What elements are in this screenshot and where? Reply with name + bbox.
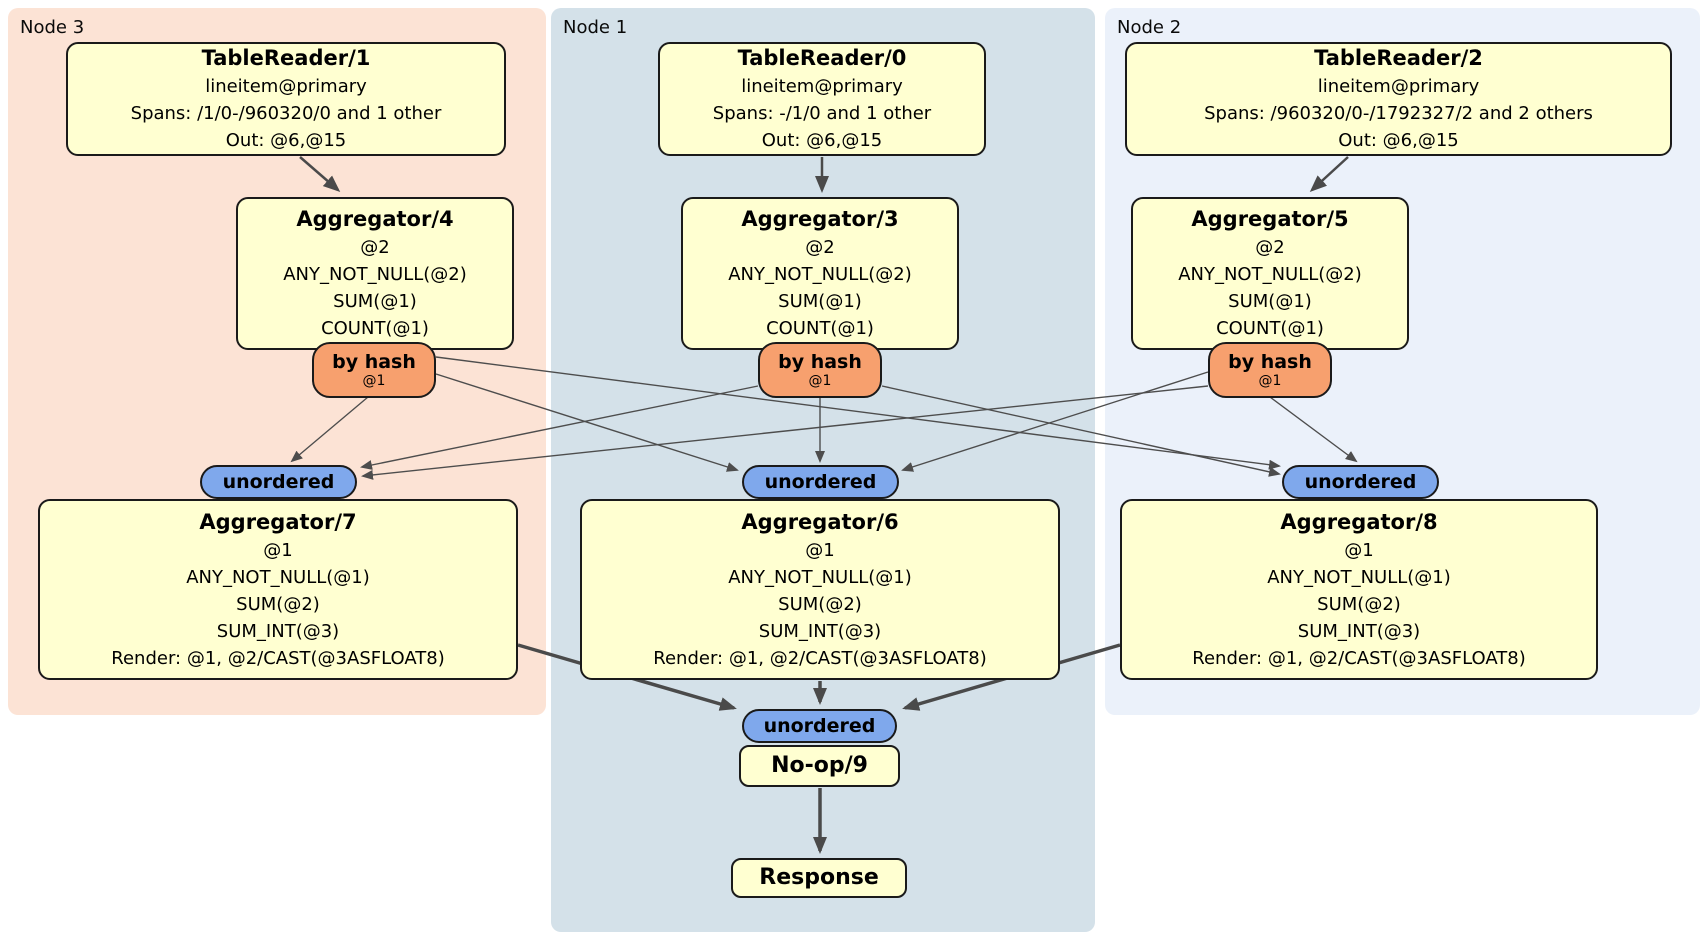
sync-label: unordered [1304, 471, 1417, 493]
sync-label: unordered [222, 471, 335, 493]
unordered-sync-8: unordered [1282, 465, 1439, 499]
processor-aggregator-3: Aggregator/3 @2 ANY_NOT_NULL(@2) SUM(@1)… [681, 197, 959, 350]
processor-line: COUNT(@1) [1216, 318, 1324, 339]
processor-aggregator-4: Aggregator/4 @2 ANY_NOT_NULL(@2) SUM(@1)… [236, 197, 514, 350]
sync-label: unordered [764, 471, 877, 493]
processor-line: lineitem@primary [205, 76, 367, 97]
node2-label: Node 2 [1117, 17, 1182, 38]
processor-title: Aggregator/8 [1280, 509, 1438, 534]
router-hash-columns: @1 [362, 373, 386, 389]
processor-title: TableReader/1 [201, 46, 371, 70]
processor-aggregator-8: Aggregator/8 @1 ANY_NOT_NULL(@1) SUM(@2)… [1120, 499, 1598, 680]
processor-line: SUM_INT(@3) [216, 620, 340, 642]
processor-noop-9: No-op/9 [739, 745, 900, 787]
by-hash-router-4: by hash @1 [312, 342, 436, 398]
edge-byhash4-unordered8 [435, 356, 1281, 470]
by-hash-router-3: by hash @1 [758, 342, 882, 398]
processor-line: SUM(@2) [778, 593, 862, 615]
processor-line: @1 [263, 539, 293, 561]
processor-tablereader-2: TableReader/2 lineitem@primary Spans: /9… [1125, 42, 1672, 156]
processor-line: Render: @1, @2/CAST(@3ASFLOAT8) [111, 647, 445, 669]
processor-line: ANY_NOT_NULL(@2) [728, 264, 912, 285]
edge-byhash4-unordered7 [290, 396, 369, 463]
processor-tablereader-1: TableReader/1 lineitem@primary Spans: /1… [66, 42, 506, 156]
processor-line: @2 [805, 237, 835, 258]
edge-byhash3-unordered8 [881, 385, 1281, 477]
processor-line: ANY_NOT_NULL(@1) [1267, 566, 1451, 588]
processor-line: ANY_NOT_NULL(@2) [283, 264, 467, 285]
edge-byhash5-unordered8 [1269, 396, 1358, 463]
processor-line: lineitem@primary [1317, 76, 1480, 97]
processor-line: @1 [805, 539, 835, 561]
processor-line: Out: @6,@15 [761, 130, 883, 151]
processor-title: Aggregator/5 [1191, 207, 1349, 231]
processor-title: Aggregator/7 [199, 509, 357, 534]
processor-line: SUM(@2) [236, 593, 320, 615]
processor-title: TableReader/0 [737, 46, 907, 70]
edge-byhash3-unordered7 [360, 385, 759, 470]
processor-line: Spans: /960320/0-/1792327/2 and 2 others [1204, 103, 1593, 124]
processor-line: @2 [1255, 237, 1285, 258]
processor-line: SUM(@1) [778, 291, 862, 312]
response-box: Response [731, 858, 907, 898]
processor-line: SUM_INT(@3) [1297, 620, 1421, 642]
edge-tr1-agg4 [299, 156, 341, 192]
processor-line: lineitem@primary [741, 76, 903, 97]
unordered-sync-9: unordered [742, 709, 897, 743]
processor-line: COUNT(@1) [321, 318, 429, 339]
processor-line: @1 [1344, 539, 1374, 561]
processor-tablereader-0: TableReader/0 lineitem@primary Spans: -/… [658, 42, 986, 156]
processor-line: SUM(@2) [1317, 593, 1401, 615]
processor-line: Out: @6,@15 [225, 130, 347, 151]
router-label: by hash [332, 351, 416, 373]
edge-byhash5-unordered6 [901, 371, 1209, 472]
processor-line: COUNT(@1) [766, 318, 874, 339]
processor-title: TableReader/2 [1314, 46, 1483, 70]
processor-line: Out: @6,@15 [1338, 130, 1459, 151]
processor-line: Spans: /1/0-/960320/0 and 1 other [130, 103, 442, 124]
processor-title: Aggregator/6 [741, 509, 899, 534]
unordered-sync-7: unordered [200, 465, 357, 499]
router-hash-columns: @1 [1258, 373, 1282, 389]
processor-line: Render: @1, @2/CAST(@3ASFLOAT8) [653, 647, 987, 669]
edge-tr2-agg5 [1309, 156, 1349, 193]
processor-line: ANY_NOT_NULL(@1) [186, 566, 370, 588]
processor-line: Spans: -/1/0 and 1 other [712, 103, 932, 124]
router-label: by hash [1228, 351, 1312, 373]
router-hash-columns: @1 [808, 373, 832, 389]
processor-line: SUM_INT(@3) [758, 620, 882, 642]
processor-title: No-op/9 [771, 753, 868, 778]
processor-line: SUM(@1) [333, 291, 417, 312]
sync-label: unordered [763, 715, 876, 737]
by-hash-router-5: by hash @1 [1208, 342, 1332, 398]
router-label: by hash [778, 351, 862, 373]
processor-line: SUM(@1) [1228, 291, 1312, 312]
node3-label: Node 3 [20, 17, 85, 38]
processor-aggregator-5: Aggregator/5 @2 ANY_NOT_NULL(@2) SUM(@1)… [1131, 197, 1409, 350]
processor-title: Aggregator/3 [741, 207, 899, 231]
edge-byhash5-unordered7 [361, 385, 1209, 480]
processor-line: Render: @1, @2/CAST(@3ASFLOAT8) [1192, 647, 1526, 669]
processor-aggregator-6: Aggregator/6 @1 ANY_NOT_NULL(@1) SUM(@2)… [580, 499, 1060, 680]
edge-byhash4-unordered6 [435, 373, 739, 472]
processor-line: ANY_NOT_NULL(@2) [1178, 264, 1362, 285]
processor-line: @2 [360, 237, 390, 258]
processor-title: Response [759, 865, 879, 890]
node1-label: Node 1 [563, 17, 628, 38]
processor-aggregator-7: Aggregator/7 @1 ANY_NOT_NULL(@1) SUM(@2)… [38, 499, 518, 680]
processor-title: Aggregator/4 [296, 207, 454, 231]
processor-line: ANY_NOT_NULL(@1) [728, 566, 912, 588]
unordered-sync-6: unordered [742, 465, 899, 499]
